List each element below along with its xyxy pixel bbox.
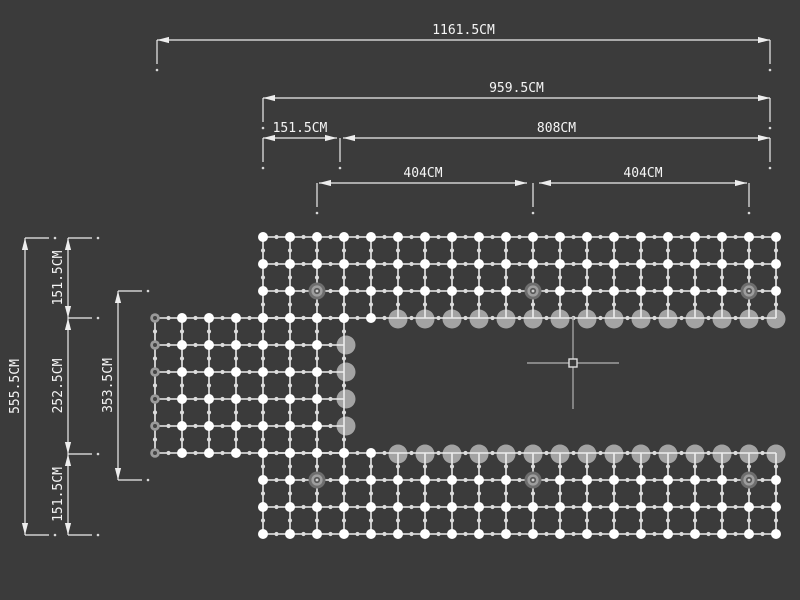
dimension-label: 404CM <box>403 166 442 181</box>
dimension-h-808cm[interactable]: 808CM <box>338 121 772 170</box>
crosshair-cursor <box>527 317 619 409</box>
dimension-v-555.5cm[interactable]: 555.5CM <box>8 236 57 537</box>
dimension-label: 151.5CM <box>273 121 328 136</box>
dimension-label: 353.5CM <box>101 358 116 413</box>
bottom-bar-grid[interactable] <box>258 448 781 539</box>
dimension-label: 1161.5CM <box>432 23 495 38</box>
dimension-v-353.5cm[interactable]: 353.5CM <box>101 289 150 482</box>
hanging-point-circles <box>336 309 786 464</box>
top-bar-grid[interactable] <box>258 232 781 323</box>
dimension-label: 959.5CM <box>489 81 544 96</box>
dimension-label: 151.5CM <box>51 467 66 522</box>
dimension-h-404cm[interactable]: 404CM <box>531 166 751 215</box>
dimension-v-151.5cm[interactable]: 151.5CM <box>51 452 100 537</box>
edge-connector-nodes <box>150 313 160 458</box>
dimension-h-959.5cm[interactable]: 959.5CM <box>261 81 772 130</box>
dimension-h-1161.5cm[interactable]: 1161.5CM <box>155 23 772 72</box>
dimension-v-151.5cm[interactable]: 151.5CM <box>51 236 100 318</box>
dimension-label: 404CM <box>623 166 662 181</box>
dimension-h-404cm[interactable]: 404CM <box>315 166 527 215</box>
dimension-label: 252.5CM <box>51 358 66 413</box>
dimension-v-252.5cm[interactable]: 252.5CM <box>51 316 100 454</box>
dimension-label: 808CM <box>537 121 576 136</box>
dimension-label: 151.5CM <box>51 250 66 305</box>
rig-point-markers <box>308 282 758 489</box>
dimension-label: 555.5CM <box>8 359 23 414</box>
dimension-h-151.5cm[interactable]: 151.5CM <box>261 121 337 170</box>
